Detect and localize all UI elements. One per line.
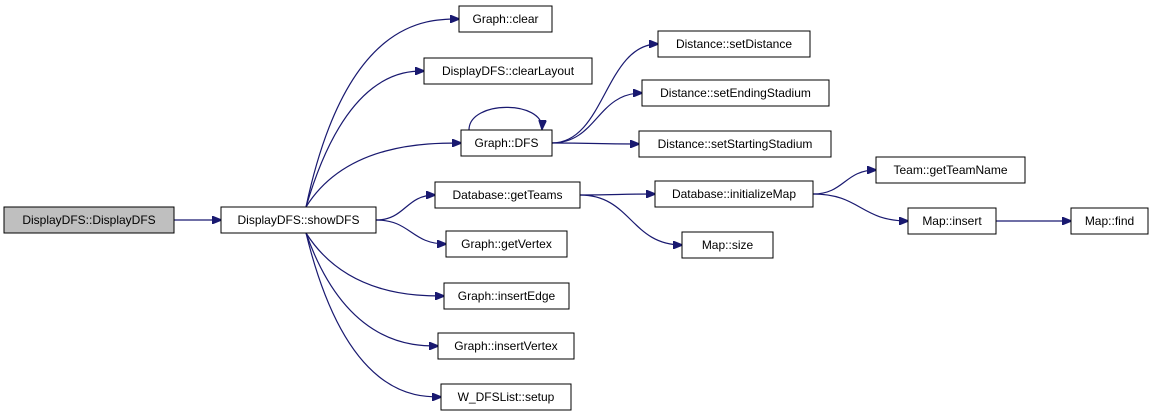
- edge-showDFS-to-insertVertex: [305, 232, 438, 346]
- node-get-teams[interactable]: Database::getTeams: [434, 181, 581, 209]
- node-insert-edge[interactable]: Graph::insertEdge: [443, 282, 570, 310]
- edge-getTeams-to-initMap: [579, 194, 655, 195]
- node-box: [638, 130, 832, 158]
- node-box: [3, 206, 175, 234]
- node-box: [907, 207, 997, 235]
- node-label: Map::find: [1085, 214, 1134, 228]
- edge-getTeams-to-size: [579, 194, 682, 245]
- node-label: DisplayDFS::showDFS: [237, 213, 359, 227]
- node-box: [443, 282, 570, 310]
- node-box: [657, 30, 811, 58]
- node-get-vertex[interactable]: Graph::getVertex: [445, 230, 568, 258]
- node-box: [1070, 207, 1149, 235]
- node-box: [440, 383, 572, 411]
- edge-showDFS-to-setup: [305, 232, 441, 397]
- edge-dfs-to-setEnding: [551, 93, 642, 144]
- edge-dfs-to-dfs: [468, 106, 542, 130]
- node-set-distance[interactable]: Distance::setDistance: [657, 30, 811, 58]
- node-label: Map::size: [702, 238, 754, 252]
- node-label: DisplayDFS::clearLayout: [442, 64, 575, 78]
- node-insert[interactable]: Map::insert: [907, 207, 997, 235]
- node-label: Graph::getVertex: [461, 237, 552, 251]
- node-find[interactable]: Map::find: [1070, 207, 1149, 235]
- node-setup[interactable]: W_DFSList::setup: [440, 383, 572, 411]
- node-label: Database::initializeMap: [672, 187, 796, 201]
- edge-initMap-to-teamName: [812, 170, 876, 195]
- node-box: [681, 231, 774, 259]
- node-box: [220, 206, 377, 234]
- node-box: [434, 181, 581, 209]
- node-label: Map::insert: [922, 214, 982, 228]
- node-set-ending[interactable]: Distance::setEndingStadium: [641, 79, 830, 107]
- node-label: Distance::setStartingStadium: [658, 137, 813, 151]
- node-label: Graph::clear: [472, 12, 538, 26]
- edge-dfs-to-setDistance: [551, 44, 658, 144]
- node-label: Graph::insertEdge: [458, 289, 556, 303]
- node-insert-vertex[interactable]: Graph::insertVertex: [437, 332, 575, 360]
- node-label: Graph::insertVertex: [454, 339, 557, 353]
- node-init-map[interactable]: Database::initializeMap: [654, 180, 814, 208]
- edge-showDFS-to-getVertex: [375, 219, 446, 244]
- node-show-d-f-s[interactable]: DisplayDFS::showDFS: [220, 206, 377, 234]
- node-size[interactable]: Map::size: [681, 231, 774, 259]
- node-clear[interactable]: Graph::clear: [458, 5, 553, 33]
- node-box: [458, 5, 553, 33]
- node-root[interactable]: DisplayDFS::DisplayDFS: [3, 206, 175, 234]
- edge-dfs-to-setStarting: [551, 143, 639, 144]
- node-set-starting[interactable]: Distance::setStartingStadium: [638, 130, 832, 158]
- node-box: [437, 332, 575, 360]
- edge-showDFS-to-dfs: [305, 143, 461, 208]
- node-box: [875, 156, 1026, 184]
- edge-initMap-to-insert: [812, 193, 908, 221]
- edge-showDFS-to-clear: [305, 19, 459, 208]
- node-clear-layout[interactable]: DisplayDFS::clearLayout: [423, 57, 593, 85]
- node-label: W_DFSList::setup: [458, 390, 555, 404]
- edge-showDFS-to-getTeams: [375, 195, 435, 221]
- node-label: DisplayDFS::DisplayDFS: [22, 213, 155, 227]
- node-label: Team::getTeamName: [893, 163, 1007, 177]
- node-label: Distance::setDistance: [676, 37, 792, 51]
- node-label: Distance::setEndingStadium: [660, 86, 811, 100]
- node-box: [423, 57, 593, 85]
- node-label: Database::getTeams: [452, 188, 562, 202]
- edge-showDFS-to-insertEdge: [305, 232, 444, 296]
- node-team-name[interactable]: Team::getTeamName: [875, 156, 1026, 184]
- node-label: Graph::DFS: [474, 136, 538, 150]
- node-dfs[interactable]: Graph::DFS: [460, 129, 553, 157]
- node-box: [445, 230, 568, 258]
- node-box: [460, 129, 553, 157]
- node-box: [654, 180, 814, 208]
- node-box: [641, 79, 830, 107]
- edge-showDFS-to-clearLayout: [305, 71, 424, 208]
